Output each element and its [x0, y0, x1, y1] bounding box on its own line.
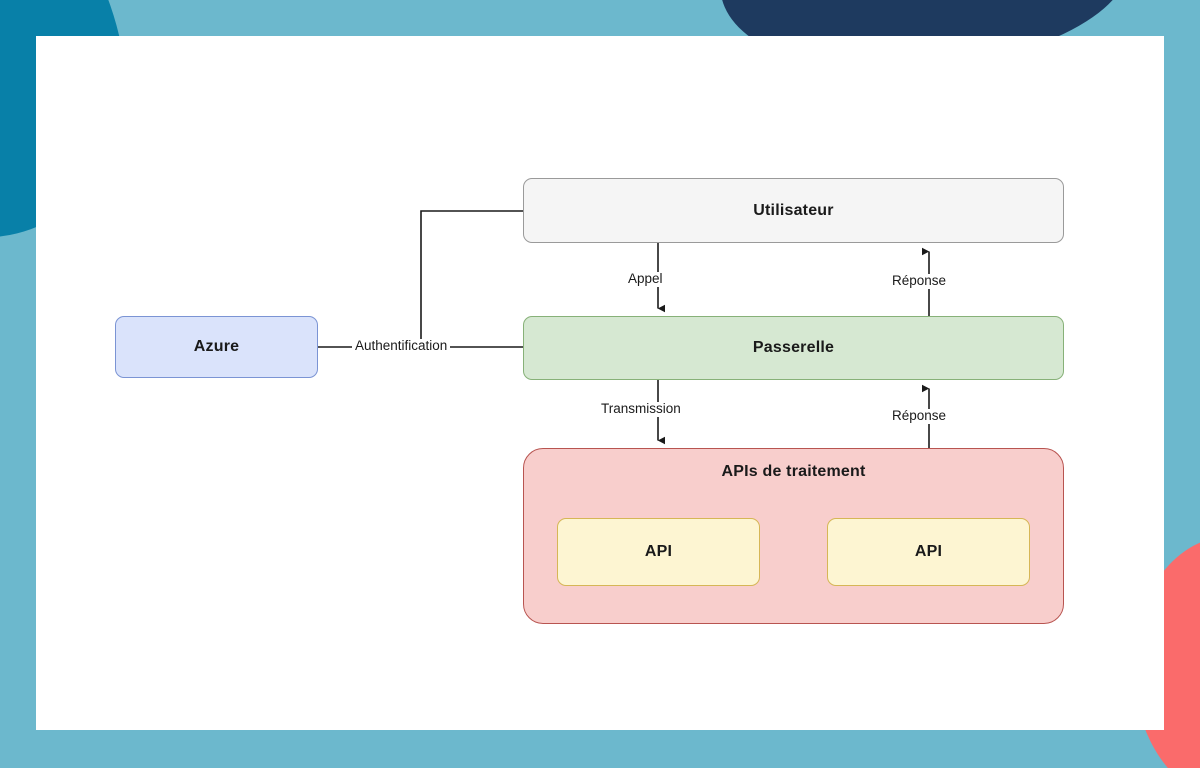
- white-canvas: Utilisateur Azure Passerelle APIs de tra…: [36, 36, 1164, 730]
- edge-layer: [318, 210, 930, 448]
- edge-label-transmission: Transmission: [598, 401, 684, 417]
- node-passerelle[interactable]: Passerelle: [523, 316, 1064, 380]
- edge-label-reponse-haut: Réponse: [889, 273, 950, 289]
- node-azure-label: Azure: [193, 338, 240, 355]
- architecture-diagram: Utilisateur Azure Passerelle APIs de tra…: [36, 36, 1164, 730]
- node-api-2-label: API: [914, 543, 943, 560]
- edge-label-reponse-bas: Réponse: [889, 408, 950, 424]
- node-azure[interactable]: Azure: [115, 316, 318, 378]
- node-api-1[interactable]: API: [557, 518, 760, 586]
- node-api-1-label: API: [644, 543, 673, 560]
- node-utilisateur[interactable]: Utilisateur: [523, 178, 1064, 243]
- edge-label-appel: Appel: [625, 271, 666, 287]
- node-apis-de-traitement-label: APIs de traitement: [721, 463, 866, 480]
- node-api-2[interactable]: API: [827, 518, 1030, 586]
- edge-label-authentification: Authentification: [352, 338, 451, 354]
- node-utilisateur-label: Utilisateur: [753, 201, 834, 219]
- node-apis-de-traitement[interactable]: APIs de traitement API API: [523, 448, 1064, 624]
- edge-authentification: [318, 210, 523, 348]
- node-passerelle-label: Passerelle: [752, 339, 835, 356]
